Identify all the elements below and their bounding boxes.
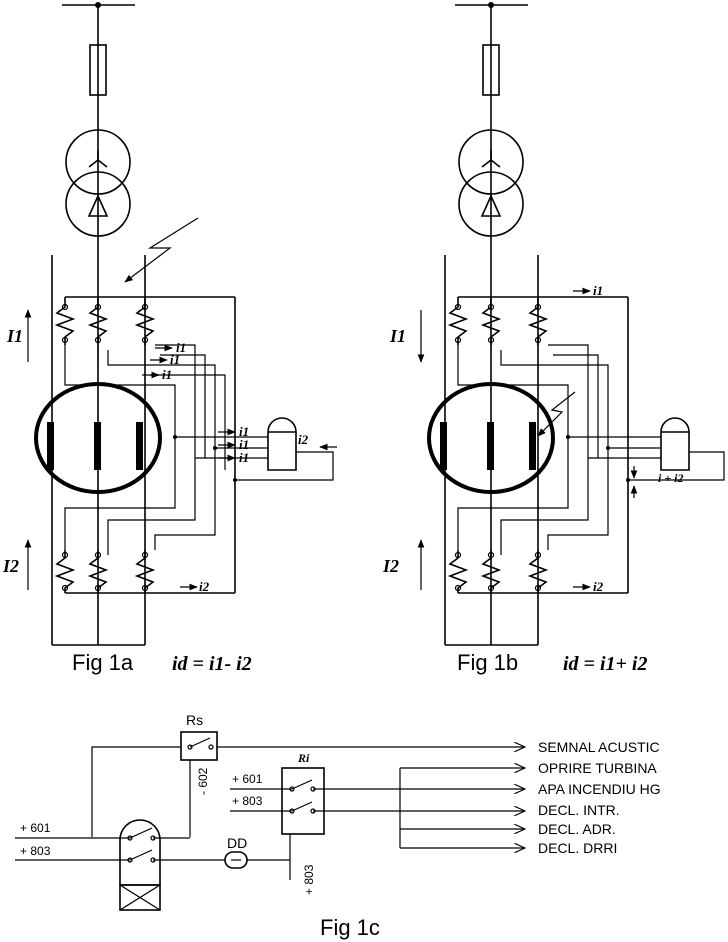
label-I2: I2 — [2, 556, 19, 576]
generator-ellipse — [34, 382, 162, 494]
differential-relay-b — [660, 417, 690, 471]
equation-fig1b: id = i1+ i2 — [563, 653, 647, 675]
label-i1: i1 — [170, 352, 180, 367]
label-I2: I2 — [382, 556, 399, 576]
label-803-vertical: + 803 — [302, 864, 316, 895]
label-i1: i1 — [239, 450, 249, 465]
ct-bottom-set — [54, 550, 156, 593]
label-I1: I1 — [6, 326, 23, 346]
generator-ellipse — [427, 382, 555, 494]
ct-bottom-set — [447, 550, 549, 593]
label-I1: I1 — [389, 326, 406, 346]
relay-ri — [281, 767, 325, 835]
wye-symbol — [481, 150, 501, 168]
label-i2-relay: i2 — [298, 432, 309, 447]
label-sum: i + i2 — [658, 471, 684, 485]
label-ri-601: + 601 — [232, 772, 263, 786]
label-i2-bottom: i2 — [593, 579, 604, 594]
label-i1: i1 — [176, 340, 186, 355]
fig-1c: Rs - 602 + 601 + 803 DD — [15, 712, 661, 940]
label-ri-803: + 803 — [232, 794, 263, 808]
caption-fig1b: Fig 1b — [457, 650, 518, 675]
diode-dd — [153, 851, 290, 869]
label-left-803: + 803 — [20, 844, 51, 858]
fig-1b: I1 I2 i1 i2 i + i2 Fig 1b id = i1+ i2 — [382, 2, 725, 675]
label-i1: i1 — [162, 367, 172, 382]
label-ri: Ri — [297, 751, 310, 765]
label-i1: i1 — [239, 424, 249, 439]
main-relay — [119, 819, 161, 911]
delta-symbol — [87, 194, 109, 217]
label-i1: i1 — [239, 437, 249, 452]
output-label: APA INCENDIU HG — [538, 781, 661, 797]
output-label: OPRIRE TURBINA — [538, 760, 657, 776]
output-label: DECL. DRRI — [538, 840, 617, 856]
relay-rs — [180, 731, 218, 761]
label-dd: DD — [227, 835, 247, 851]
label-rs: Rs — [186, 712, 203, 728]
fuse-resistor — [89, 44, 107, 96]
label-left-601: + 601 — [20, 821, 51, 835]
transformer — [65, 129, 131, 237]
fault-lightning-icon — [124, 217, 199, 283]
caption-fig1c: Fig 1c — [320, 915, 380, 940]
output-label: DECL. INTR. — [538, 802, 620, 818]
wye-symbol — [88, 150, 108, 168]
output-label: DECL. ADR. — [538, 821, 616, 837]
caption-fig1a: Fig 1a — [72, 650, 134, 675]
fuse-resistor — [482, 44, 500, 96]
busbar — [62, 2, 135, 645]
delta-symbol — [480, 194, 502, 217]
transformer — [458, 129, 524, 237]
ct-top-set — [447, 297, 549, 345]
fig-1a: I1 I2 i1 i1 i1 i1 i1 i1 i2 i2 Fig 1a id … — [2, 2, 337, 675]
differential-relay-a — [267, 417, 297, 471]
label-i2-bottom: i2 — [199, 579, 210, 594]
fault-lightning-icon — [537, 391, 576, 437]
label-602: - 602 — [196, 767, 210, 795]
ct-top-set — [54, 297, 156, 345]
label-i1-top: i1 — [593, 283, 603, 298]
output-label: SEMNAL ACUSTIC — [538, 739, 660, 755]
equation-fig1a: id = i1- i2 — [172, 653, 252, 675]
